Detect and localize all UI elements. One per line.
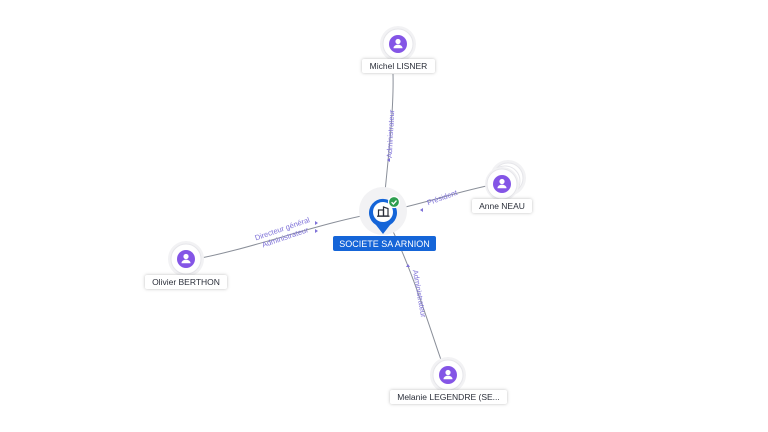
- edge-label-olivier: Directeur général Administrateur: [254, 215, 312, 249]
- person-node-olivier[interactable]: Olivier BERTHON: [145, 241, 227, 289]
- person-node-anne[interactable]: Anne NEAU: [472, 160, 532, 213]
- person-icon: [443, 369, 453, 380]
- person-node-michel[interactable]: Michel LISNER: [362, 26, 435, 73]
- person-label: Anne NEAU: [479, 201, 525, 211]
- person-icon: [497, 178, 507, 189]
- edge-label-michel: Administrateur: [385, 109, 397, 158]
- edge-olivier: [189, 211, 384, 261]
- person-icon: [393, 38, 403, 49]
- edge-label-melanie: Administrateur: [411, 269, 428, 319]
- arrow-icon: [315, 221, 318, 225]
- role-label: Administrateur: [385, 109, 397, 158]
- role-label: Président: [426, 188, 460, 208]
- role-label: Administrateur: [411, 269, 428, 319]
- edge-label-anne: Président: [426, 188, 460, 208]
- person-label: Michel LISNER: [370, 61, 428, 71]
- person-icon: [181, 253, 191, 264]
- company-node[interactable]: SOCIETE SA ARNION: [333, 187, 436, 251]
- company-label: SOCIETE SA ARNION: [339, 239, 430, 249]
- arrow-icon: [387, 158, 390, 162]
- verified-check-icon: [387, 195, 401, 209]
- person-node-melanie[interactable]: Melanie LEGENDRE (SE...: [390, 357, 507, 404]
- arrow-icon: [420, 208, 423, 212]
- arrow-icon: [315, 229, 318, 233]
- company-building-icon: [377, 206, 390, 217]
- arrow-icon: [406, 264, 410, 267]
- person-label: Olivier BERTHON: [152, 277, 220, 287]
- person-label: Melanie LEGENDRE (SE...: [397, 392, 500, 402]
